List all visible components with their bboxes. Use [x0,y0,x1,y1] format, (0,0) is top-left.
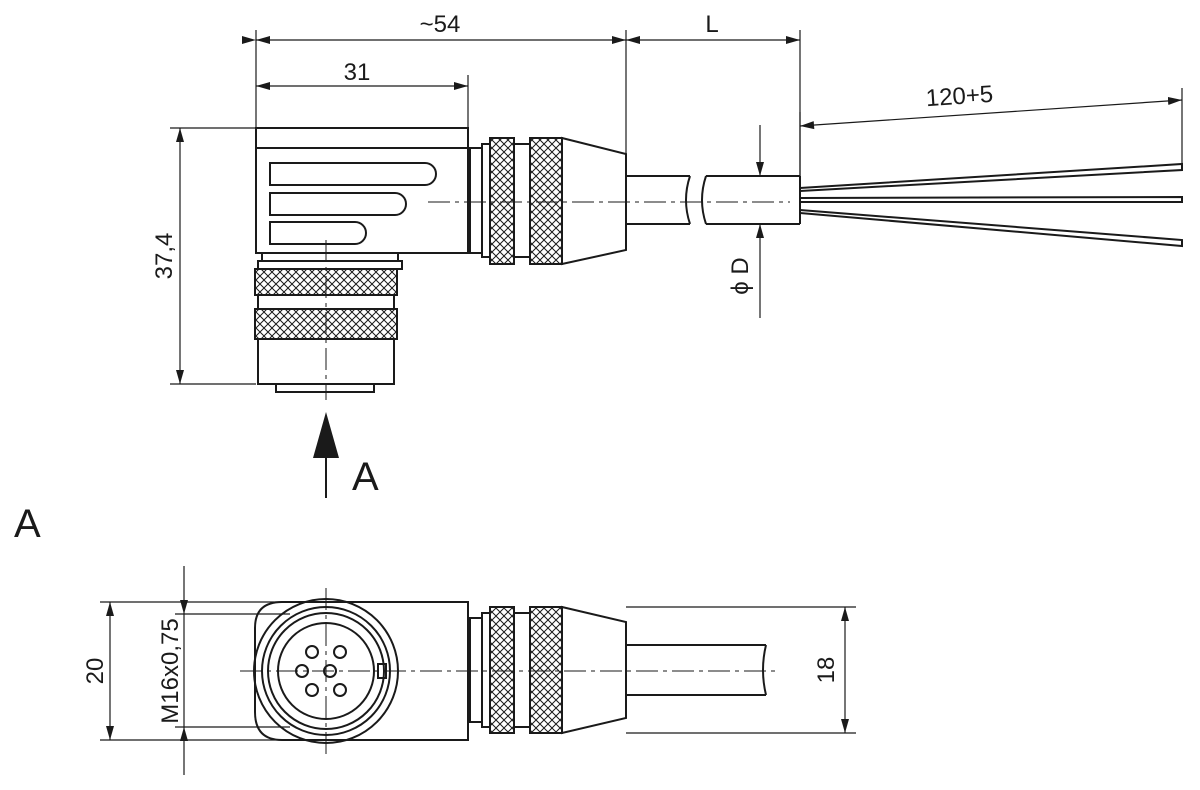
dimension-thread: M16x0,75 [157,566,290,775]
coupling-nut [254,252,403,393]
dimension-overall-length: ~54 [242,11,627,154]
pin-5 [305,683,319,697]
dimension-width: 20 [82,601,282,741]
dimension-diameter: ϕ D [727,125,800,318]
dimension-body-length: 31 [256,59,469,128]
dimension-height: 37,4 [151,127,256,385]
dim-body-label: 31 [344,59,371,86]
pin-1 [305,645,319,659]
stripped-wires [799,162,1183,248]
cable [626,175,801,225]
dim-thread-label: M16x0,75 [157,618,184,723]
view-a-title: A [14,502,41,546]
view-a: A [14,502,856,775]
view-arrow-label: A [352,455,379,499]
view-direction-arrow: A [313,412,379,499]
dim-diameter-label: ϕ D [727,257,754,294]
pin-2 [333,645,347,659]
pin-6 [333,683,347,697]
dimension-cable-length: L [626,11,801,176]
dimension-strip-length: 120+5 [799,81,1183,188]
dim-width-label: 20 [82,658,109,685]
dim-overall-label: ~54 [420,11,461,38]
dim-height-label: 37,4 [151,233,178,280]
top-view: ~54 31 L 120+5 [151,11,1183,499]
cable-gland [469,136,627,266]
dim-strip-label: 120+5 [925,81,994,113]
dim-height-18-label: 18 [813,657,840,684]
dimension-height-18: 18 [626,606,856,734]
view-a-gland [469,605,767,735]
connector-body [255,127,469,254]
dim-cable-label: L [705,11,718,38]
